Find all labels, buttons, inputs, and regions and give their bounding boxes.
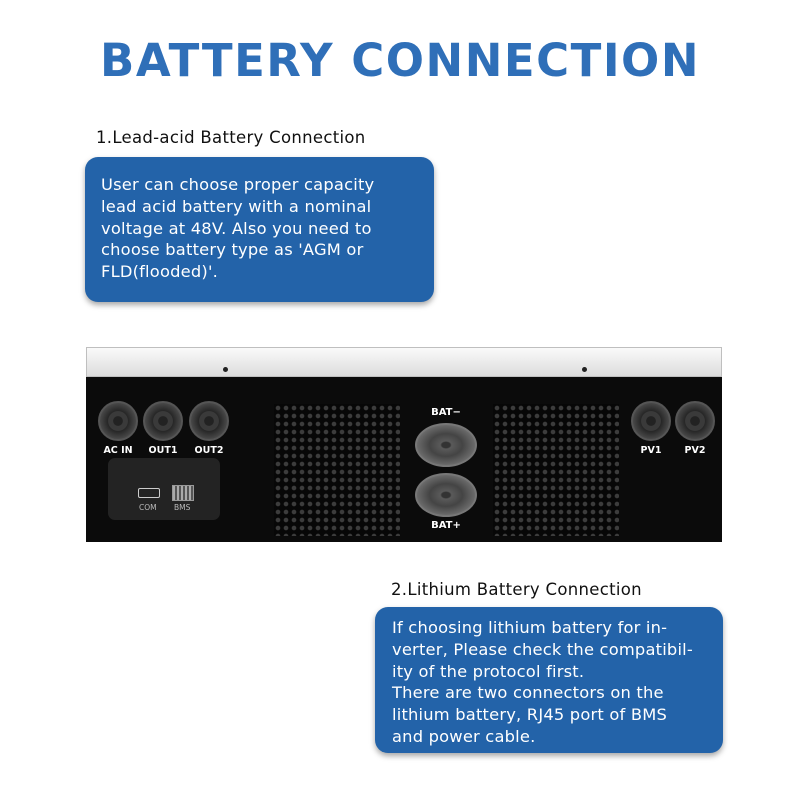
lithium-text-line: verter, Please check the compatibil-: [392, 639, 693, 659]
bat-plus-label: BAT+: [431, 520, 461, 531]
out1-gland-icon: [143, 401, 183, 441]
inverter-panel: AC IN OUT1 OUT2 COM BMS BAT− BAT+ PV1 PV…: [86, 377, 722, 542]
lithium-text-line: If choosing lithium battery for in-: [392, 618, 668, 637]
pv2-gland-icon: [675, 401, 715, 441]
pv1-label: PV1: [640, 445, 662, 456]
lead-acid-text-line: User can choose proper capacity: [101, 175, 375, 194]
lithium-text-line: There are two connectors on the: [392, 683, 664, 703]
out1-label: OUT1: [148, 445, 178, 456]
rj45-port-icon: [172, 485, 194, 501]
inverter-top-strip: [86, 347, 722, 377]
fan-grille-icon: [274, 404, 400, 536]
bms-port-label: BMS: [174, 503, 191, 512]
lead-acid-info-bubble: User can choose proper capacity lead aci…: [85, 157, 434, 302]
lithium-info-bubble: If choosing lithium battery for in- vert…: [375, 607, 723, 753]
lithium-text-line: lithium battery, RJ45 port of BMS: [392, 705, 667, 725]
out2-gland-icon: [189, 401, 229, 441]
lead-acid-text-line: lead acid battery with a nominal: [101, 196, 372, 216]
lead-acid-text-line: choose battery type as 'AGM or: [101, 240, 364, 260]
communication-port-panel: COM BMS: [108, 458, 220, 520]
pv1-gland-icon: [631, 401, 671, 441]
fan-grille-icon: [493, 404, 619, 536]
usb-port-icon: [138, 488, 160, 498]
screw-hole: [582, 367, 587, 372]
bat-minus-gland-icon: [415, 423, 477, 467]
bat-plus-gland-icon: [415, 473, 477, 517]
ac-in-gland-icon: [98, 401, 138, 441]
lead-acid-text-line: FLD(flooded)'.: [101, 262, 218, 282]
out2-label: OUT2: [194, 445, 224, 456]
pv2-label: PV2: [684, 445, 706, 456]
ac-in-label: AC IN: [103, 445, 133, 456]
lithium-text-line: ity of the protocol first.: [392, 661, 585, 681]
lithium-text-line: and power cable.: [392, 726, 536, 746]
lead-acid-heading: 1.Lead-acid Battery Connection: [96, 128, 366, 147]
bat-minus-label: BAT−: [431, 407, 461, 418]
com-port-label: COM: [139, 503, 157, 512]
page-title: BATTERY CONNECTION: [100, 34, 700, 87]
lead-acid-text-line: voltage at 48V. Also you need to: [101, 218, 372, 238]
screw-hole: [223, 367, 228, 372]
inverter-bottom-panel: AC IN OUT1 OUT2 COM BMS BAT− BAT+ PV1 PV…: [86, 347, 722, 542]
lithium-heading: 2.Lithium Battery Connection: [391, 580, 642, 599]
